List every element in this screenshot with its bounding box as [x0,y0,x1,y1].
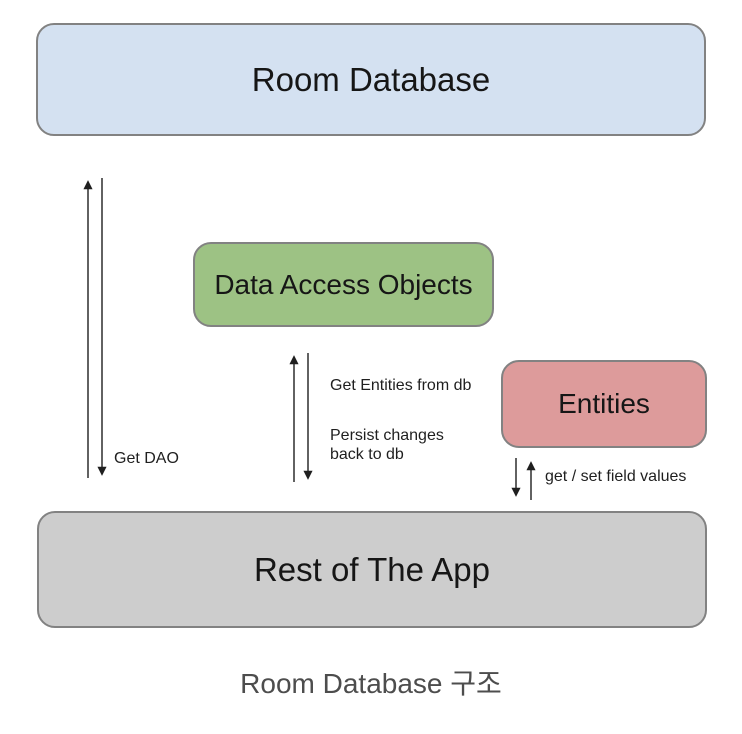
node-rest-of-the-app-label: Rest of The App [253,550,491,588]
node-rest-of-the-app: Rest of The App [37,511,707,628]
node-entities: Entities [501,360,707,448]
edge-label-get-set-field-values: get / set field values [545,468,687,485]
edge-label-persist-changes-back-to-db: Persist changes back to db [330,427,444,463]
node-room-database-label: Room Database [251,60,491,98]
edge-label-get-entities-from-db: Get Entities from db [330,377,472,394]
diagram-caption: Room Database 구조 [240,668,502,699]
node-room-database: Room Database [36,23,706,136]
node-data-access-objects-label: Data Access Objects [214,268,473,300]
node-entities-label: Entities [558,388,650,419]
node-data-access-objects: Data Access Objects [193,242,494,327]
edge-label-get-dao: Get DAO [114,450,179,467]
